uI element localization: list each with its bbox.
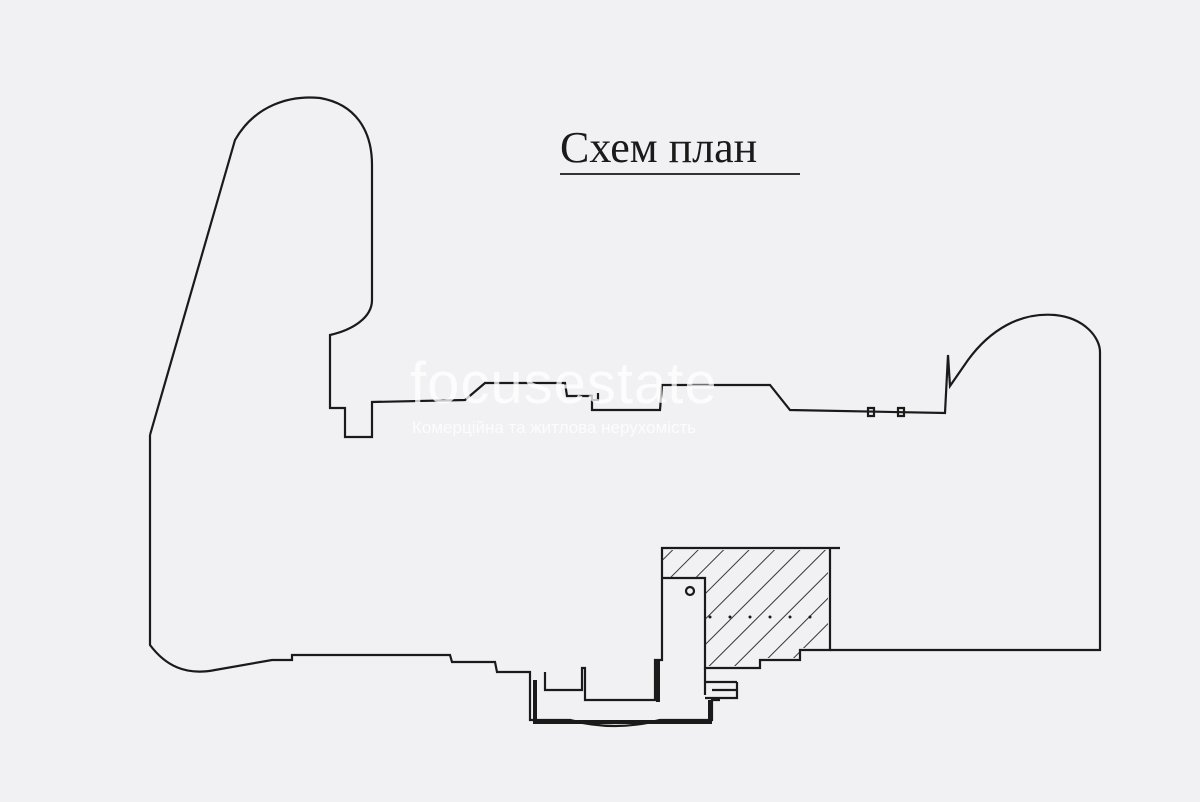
stair-lines [703,668,739,700]
inner-wall [543,546,840,702]
building-outline [148,96,1102,652]
hatched-area [662,550,828,666]
title-underline [560,173,800,175]
window-markers [592,393,906,418]
plan-title: Схем план [560,123,758,172]
watermark-subtitle: Комерційна та житлова нерухомість [412,418,697,437]
column-marker [684,585,696,597]
thick-wall [533,660,712,724]
watermark-logo: focusestate [410,351,718,416]
building-outline-bottom [148,435,720,728]
